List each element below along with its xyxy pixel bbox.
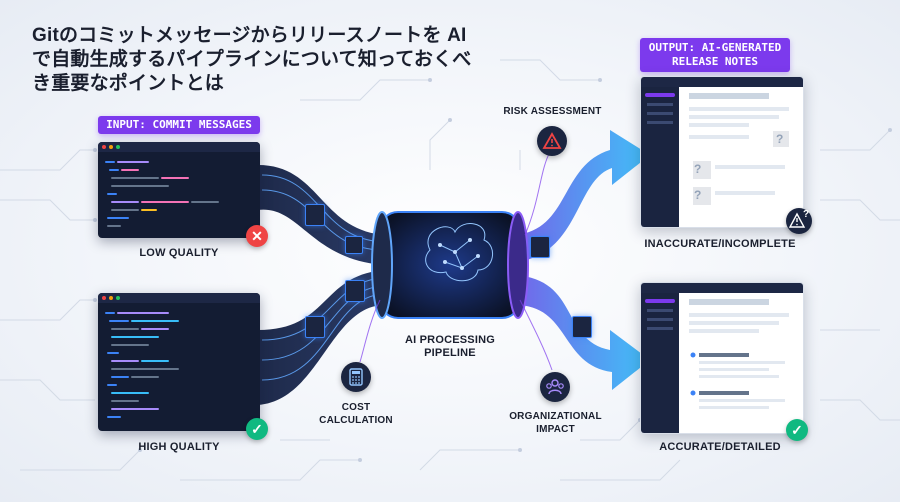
document-icon bbox=[572, 316, 592, 338]
risk-assessment-label: RISK ASSESSMENT bbox=[503, 106, 602, 117]
page-title: Gitのコミットメッセージからリリースノートを AIで自動生成するパイプラインに… bbox=[32, 25, 472, 94]
code-lines bbox=[105, 161, 219, 227]
accurate-notes-window bbox=[640, 282, 804, 434]
notes-content bbox=[689, 93, 789, 205]
document-icon bbox=[305, 204, 325, 226]
high-quality-label: HIGH QUALITY bbox=[138, 441, 220, 453]
low-quality-label: LOW QUALITY bbox=[139, 247, 219, 259]
accurate-flow bbox=[515, 275, 650, 390]
notes-content bbox=[689, 299, 789, 409]
code-lines bbox=[105, 312, 179, 418]
input-label: INPUT: COMMIT MESSAGES bbox=[98, 116, 260, 134]
accurate-label: ACCURATE/DETAILED bbox=[659, 441, 781, 453]
warning-icon bbox=[537, 126, 567, 156]
question-mark: ? bbox=[803, 209, 810, 220]
output-label: OUTPUT: AI-GENERATED RELEASE NOTES bbox=[640, 38, 790, 72]
maximize-dot bbox=[116, 296, 120, 300]
warning-question-icon: ? bbox=[786, 208, 812, 234]
pipeline-label: AI PROCESSING PIPELINE bbox=[404, 334, 495, 359]
document-icon bbox=[530, 236, 550, 258]
minimize-dot bbox=[109, 296, 113, 300]
calculator-icon bbox=[341, 362, 371, 392]
document-icon bbox=[345, 280, 365, 302]
question-icon: ? bbox=[776, 132, 784, 146]
maximize-dot bbox=[116, 145, 120, 149]
check-badge: ✓ bbox=[246, 418, 268, 440]
low-quality-commit-window bbox=[98, 142, 260, 238]
cube-icon bbox=[345, 236, 363, 254]
team-icon bbox=[540, 372, 570, 402]
inaccurate-label: INACCURATE/INCOMPLETE bbox=[644, 238, 796, 250]
document-icon bbox=[305, 316, 325, 338]
cost-calculation-label: COST CALCULATION bbox=[319, 402, 393, 426]
question-icon: ? bbox=[694, 162, 702, 176]
inaccurate-notes-window: ? ? ? bbox=[640, 76, 804, 228]
organizational-impact-label: ORGANIZATIONAL IMPACT bbox=[509, 411, 602, 435]
high-quality-commit-window bbox=[98, 293, 260, 431]
close-dot bbox=[102, 296, 106, 300]
question-icon: ? bbox=[694, 188, 702, 202]
inaccurate-flow bbox=[515, 130, 650, 262]
x-badge: ✕ bbox=[246, 225, 268, 247]
minimize-dot bbox=[109, 145, 113, 149]
check-badge: ✓ bbox=[786, 419, 808, 441]
close-dot bbox=[102, 145, 106, 149]
